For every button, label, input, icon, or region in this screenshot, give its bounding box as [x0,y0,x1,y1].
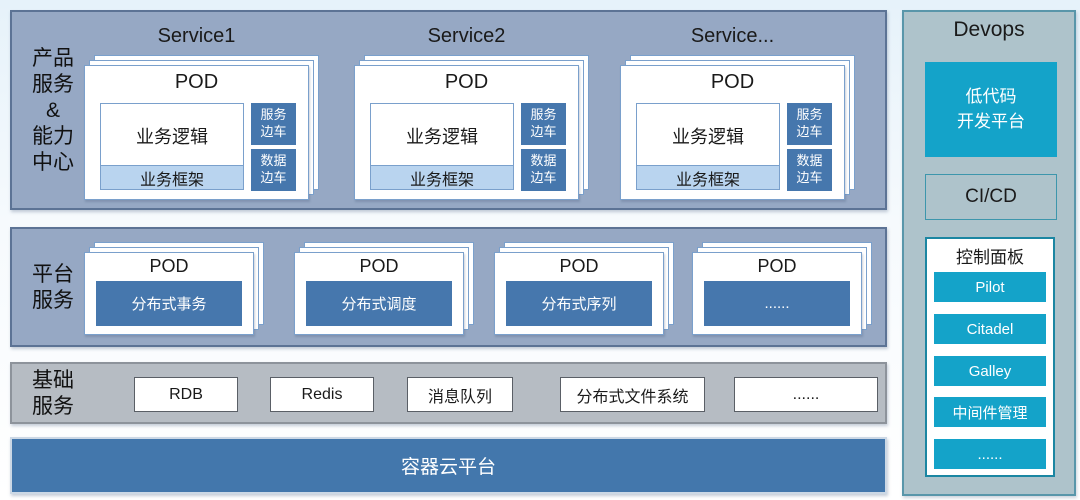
pod-card: POD 业务逻辑 业务框架 服务 边车 数据 边车 [354,65,579,200]
pod-stack: POD 业务逻辑 业务框架 服务 边车 数据 边车 [620,55,855,200]
service-title: Service... [690,25,775,47]
business-framework-label: 业务框架 [371,165,513,189]
platform-pod-stack: POD ...... [692,242,872,335]
distributed-filesystem-box: 分布式文件系统 [560,377,705,412]
platform-services-band: 平台 服务 POD 分布式事务 POD 分布式调度 POD 分布式序列 [10,227,887,347]
message-queue-box: 消息队列 [407,377,513,412]
control-panel: 控制面板 Pilot Citadel Galley 中间件管理 ...... [925,237,1055,477]
business-framework-label: 业务框架 [101,165,243,189]
business-framework-label: 业务框架 [637,165,779,189]
product-services-band: 产品 服务 & 能力 中心 Service1 POD 业务逻辑 业务框架 服务 … [10,10,887,210]
business-logic-box: 业务逻辑 业务框架 [100,103,244,190]
low-code-platform-box: 低代码 开发平台 [925,62,1057,157]
business-logic-box: 业务逻辑 业务框架 [636,103,780,190]
platform-pod-stack: POD 分布式事务 [84,242,264,335]
pod-card: POD 分布式事务 [84,252,254,335]
pod-label: POD [710,71,755,93]
base-services-band: 基础 服务 RDB Redis 消息队列 分布式文件系统 ...... [10,362,887,424]
distributed-transaction-box: 分布式事务 [96,281,242,326]
service-sidecar-box: 服务 边车 [251,103,296,145]
citadel-box: Citadel [934,314,1046,344]
data-sidecar-box: 数据 边车 [521,149,566,191]
pod-label: POD [559,256,599,276]
pod-label: POD [149,256,189,276]
business-logic-label: 业务逻辑 [672,126,744,147]
product-services-band-label: 产品 服务 & 能力 中心 [32,47,74,174]
service-title: Service1 [157,25,236,47]
service-sidecar-box: 服务 边车 [787,103,832,145]
control-panel-title: 控制面板 [956,248,1024,267]
cicd-box: CI/CD [925,174,1057,220]
galley-box: Galley [934,356,1046,386]
more-controls-box: ...... [934,439,1046,469]
pod-card: POD 分布式调度 [294,252,464,335]
service-title: Service2 [427,25,506,47]
more-services-box: ...... [704,281,850,326]
pilot-box: Pilot [934,272,1046,302]
container-cloud-platform-label: 容器云平台 [400,457,496,478]
redis-box: Redis [270,377,374,412]
platform-pod-stack: POD 分布式调度 [294,242,474,335]
base-services-band-label: 基础 服务 [32,369,74,418]
pod-card: POD ...... [692,252,862,335]
more-infra-box: ...... [734,377,878,412]
service-group-3: Service... POD 业务逻辑 业务框架 服务 边车 数据 边车 [620,12,857,212]
platform-pod-stack: POD 分布式序列 [494,242,674,335]
pod-label: POD [444,71,489,93]
pod-card: POD 分布式序列 [494,252,664,335]
pod-label: POD [174,71,219,93]
pod-stack: POD 业务逻辑 业务框架 服务 边车 数据 边车 [354,55,589,200]
rdb-box: RDB [134,377,238,412]
pod-card: POD 业务逻辑 业务框架 服务 边车 数据 边车 [84,65,309,200]
middleware-management-box: 中间件管理 [934,397,1046,427]
distributed-sequence-box: 分布式序列 [506,281,652,326]
devops-title: Devops [953,18,1025,41]
devops-panel: Devops 低代码 开发平台 CI/CD 控制面板 Pilot Citadel… [902,10,1076,496]
data-sidecar-box: 数据 边车 [251,149,296,191]
pod-label: POD [359,256,399,276]
pod-label: POD [757,256,797,276]
container-cloud-platform-bar: 容器云平台 [10,437,887,494]
pod-stack: POD 业务逻辑 业务框架 服务 边车 数据 边车 [84,55,319,200]
business-logic-label: 业务逻辑 [406,126,478,147]
service-group-2: Service2 POD 业务逻辑 业务框架 服务 边车 数据 边车 [354,12,591,212]
data-sidecar-box: 数据 边车 [787,149,832,191]
pod-card: POD 业务逻辑 业务框架 服务 边车 数据 边车 [620,65,845,200]
service-sidecar-box: 服务 边车 [521,103,566,145]
business-logic-label: 业务逻辑 [136,126,208,147]
distributed-scheduler-box: 分布式调度 [306,281,452,326]
business-logic-box: 业务逻辑 业务框架 [370,103,514,190]
service-group-1: Service1 POD 业务逻辑 业务框架 服务 边车 数据 边车 [84,12,321,212]
platform-services-band-label: 平台 服务 [32,263,74,312]
